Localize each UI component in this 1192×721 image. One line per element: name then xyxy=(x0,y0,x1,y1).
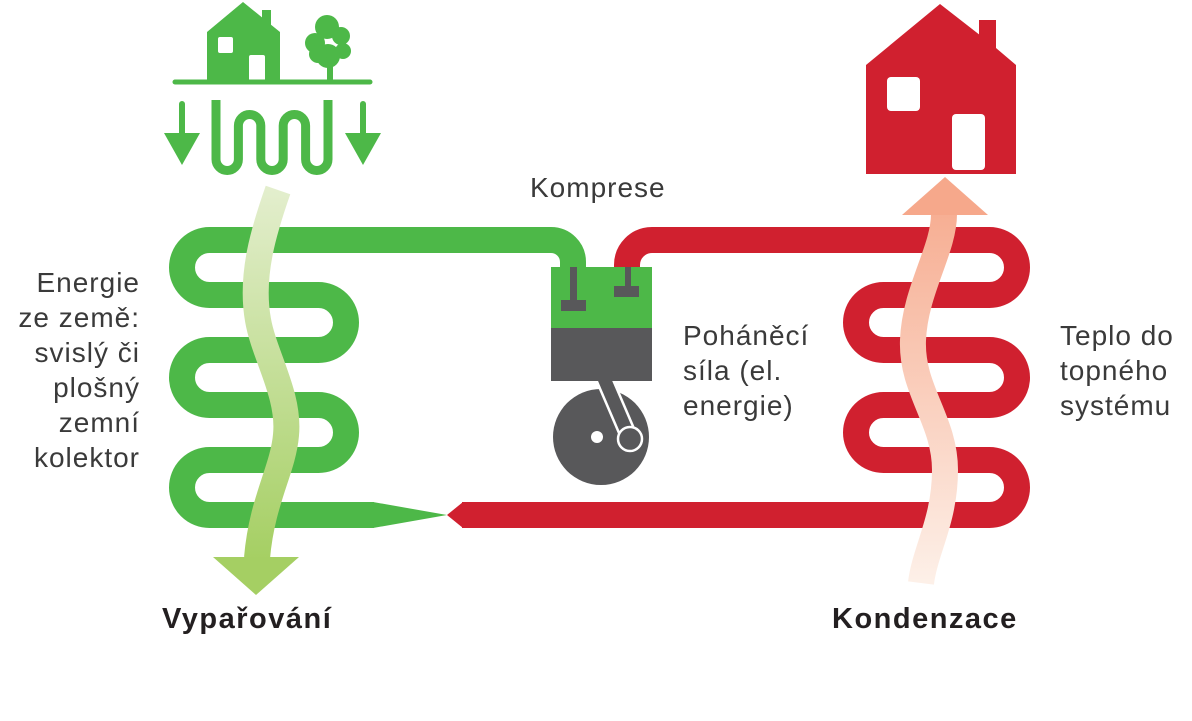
ground-heat-flow-arrow xyxy=(213,185,300,595)
intake-valve-stem xyxy=(570,267,577,301)
ground-energy-line: zemní xyxy=(59,407,140,438)
tree-canopy xyxy=(309,45,327,63)
ground-energy-line: Energie xyxy=(36,267,140,298)
ground-collector-coil-icon xyxy=(211,100,333,175)
house-door xyxy=(952,114,985,170)
ground-energy-line: plošný xyxy=(53,372,140,403)
expansion-valve-tip-cold xyxy=(373,502,447,528)
intake-valve-icon xyxy=(561,267,586,311)
arrow-down-icon xyxy=(345,101,381,165)
heat-output-line: topného xyxy=(1060,355,1168,386)
drive-power-line: síla (el. xyxy=(683,355,782,386)
ground-energy-line: kolektor xyxy=(34,442,140,473)
outlet-valve-head xyxy=(614,286,639,297)
heating-flow-band xyxy=(899,213,959,586)
ground-heat-flow-band xyxy=(242,185,300,560)
drive-power-label: Poháněcí síla (el. energie) xyxy=(683,320,809,421)
tree-icon xyxy=(305,15,351,82)
outlet-valve-stem xyxy=(625,267,631,287)
heating-flow-arrow xyxy=(899,177,988,586)
drive-power-line: energie) xyxy=(683,390,794,421)
tree-trunk xyxy=(327,60,333,82)
wheel-axle xyxy=(591,431,603,443)
small-house-door xyxy=(249,55,265,81)
evaporator-pipe xyxy=(169,227,586,528)
heated-house-icon xyxy=(866,4,1016,174)
arrow-down-head xyxy=(164,133,200,165)
ground-source-icon xyxy=(164,2,381,175)
condensation-label: Kondenzace xyxy=(832,603,1018,635)
compressor-icon xyxy=(551,267,652,485)
outlet-valve-icon xyxy=(614,267,639,297)
small-house-icon xyxy=(207,2,280,80)
small-house-window xyxy=(218,37,233,53)
drive-power-line: Poháněcí xyxy=(683,320,809,351)
arrow-down-head xyxy=(345,133,381,165)
compressor-piston xyxy=(551,328,652,381)
ground-energy-line: ze země: xyxy=(18,302,140,333)
heat-output-label: Teplo do topného systému xyxy=(1060,320,1174,421)
evaporator-coil xyxy=(169,227,586,528)
arrow-down-icon xyxy=(164,101,200,165)
condenser-pipe xyxy=(462,227,1030,528)
evaporation-label: Vypařování xyxy=(162,603,332,635)
house-window xyxy=(887,77,920,111)
heat-output-line: systému xyxy=(1060,390,1171,421)
arrow-down-head-icon xyxy=(213,557,299,595)
condenser-coil xyxy=(447,227,1030,528)
expansion-valve-tip-hot xyxy=(447,502,463,528)
tree-canopy xyxy=(332,27,350,45)
arrow-up-head-icon xyxy=(902,177,988,215)
ground-energy-line: svislý či xyxy=(35,337,140,368)
ground-energy-label: Energie ze země: svislý či plošný zemní … xyxy=(18,267,140,473)
intake-valve-head xyxy=(561,300,586,311)
compressor-cylinder-top xyxy=(551,267,652,328)
crank-pin xyxy=(616,425,644,453)
compression-label: Komprese xyxy=(530,172,666,203)
heat-output-line: Teplo do xyxy=(1060,320,1174,351)
